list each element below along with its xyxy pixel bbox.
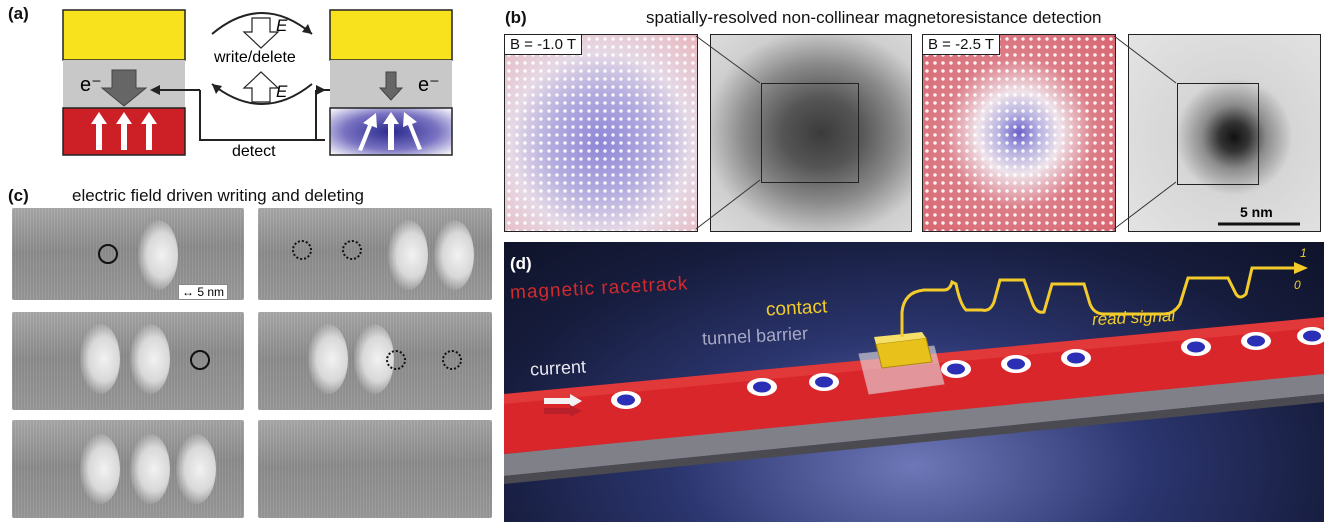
write-delete-label: write/delete [214,49,296,66]
panel-d-label: (d) [510,254,532,273]
read-signal-trace [900,266,1294,337]
right-top-electrode [329,9,453,61]
deleted-circle-3 [386,350,406,370]
deleted-circle-2 [342,240,362,260]
racetrack-render: (d) magnetic racetrack contact tunnel ba… [504,242,1324,522]
deleted-circle-4 [442,350,462,370]
spin-map-1T: B = -1.0 T [504,34,698,232]
write-arrow-top [211,12,313,35]
right-spin-arrows [358,112,422,151]
stm-delete-1 [258,208,492,300]
panel-b-label: (b) [505,8,527,27]
deleted-circle-1 [292,240,312,260]
stm-write-3 [12,420,244,518]
zoom-box-1T [761,83,859,183]
stm-write-1: ↔ 5 nm [12,208,244,300]
stm-delete-2 [258,312,492,410]
zoom-connectors [695,35,1300,230]
field-value-1T: B = -1.0 T [505,35,583,55]
panel-b-caption: spatially-resolved non-collinear magneto… [646,8,1102,27]
current-arrow [544,394,582,408]
current-label: current [529,356,587,380]
left-top-electrode [62,9,186,61]
stm-write-2 [12,312,244,410]
electron-label-left: e⁻ [80,74,102,96]
scale-label-b: 5 nm [1240,204,1273,220]
stm-image-2T [1128,34,1321,232]
write-target-circle-2 [190,350,210,370]
panel-a-diagram [62,9,453,156]
detect-label: detect [232,143,276,160]
spin-map-2T: B = -2.5 T [922,34,1116,232]
right-current-arrow [378,71,404,101]
field-arrow-down [242,17,280,49]
delete-arrow-bottom [211,83,313,105]
scale-5nm: ↔ 5 nm [178,284,229,300]
field-label-top: E [276,16,288,35]
left-spin-arrows [91,112,157,150]
stm-delete-3 [258,420,492,518]
signal-level-1: 1 [1300,246,1307,260]
zoom-box-2T [1177,83,1259,185]
electron-label-right: e⁻ [418,74,440,96]
contact-label: contact [765,296,828,321]
panel-c-label: (c) [8,186,29,205]
signal-level-0: 0 [1294,278,1301,292]
racetrack-svg [504,262,1324,484]
panel-c-caption: electric field driven writing and deleti… [72,186,364,205]
write-target-circle [98,244,118,264]
left-current-arrow [100,69,148,107]
skyrmion-dots [611,327,1324,409]
field-value-2T: B = -2.5 T [923,35,1001,55]
panel-a-label: (a) [8,4,29,23]
field-label-bottom: E [276,82,288,101]
field-arrow-up [242,71,280,103]
contact-pad [875,337,933,369]
stm-image-1T [710,34,912,232]
